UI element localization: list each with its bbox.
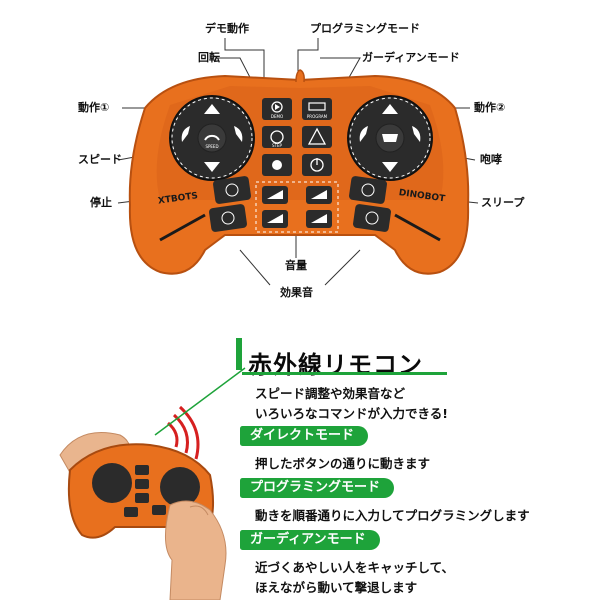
label-sfx: 効果音 (280, 286, 313, 299)
left-sound-buttons (209, 176, 251, 232)
label-rotate: 回転 (198, 51, 220, 64)
label-volume: 音量 (285, 259, 307, 272)
right-dpad (347, 95, 433, 181)
headline-accent-bar (236, 338, 242, 370)
mode-desc-guardian-2: ほえながら動いて撃退します (255, 580, 418, 595)
mode-badge-programming: プログラミングモード (240, 478, 395, 498)
hand-remote-photo (59, 405, 227, 600)
label-speed: スピード (78, 153, 122, 166)
program-button-label: PROGRAM (307, 114, 328, 119)
headline-underline (242, 372, 447, 375)
label-action1: 動作① (78, 101, 110, 114)
pointer-line (154, 367, 246, 436)
label-stop: 停止 (90, 196, 112, 209)
volume-buttons (255, 181, 339, 233)
mode-desc-programming: 動きを順番通りに入力してプログラミングします (255, 508, 530, 523)
label-roar: 咆哮 (480, 153, 502, 166)
mode-badge-guardian: ガーディアンモード (240, 530, 380, 550)
demo-button-label: DEMO (271, 114, 283, 119)
step-button-label: STEP (272, 143, 283, 148)
label-sleep: スリープ (481, 196, 525, 209)
speed-button-label: SPEED (205, 144, 218, 149)
mode-badge-direct: ダイレクトモード (240, 426, 369, 446)
center-buttons (262, 98, 332, 176)
label-programming: プログラミングモード (310, 22, 420, 35)
label-action2: 動作② (474, 101, 506, 114)
label-guardian: ガーディアンモード (362, 51, 460, 64)
intro-line-1: スピード調整や効果音など (255, 386, 406, 401)
mode-desc-guardian-1: 近づくあやしい人をキャッチして、 (255, 560, 455, 575)
right-sound-buttons (349, 176, 391, 232)
mode-desc-direct: 押したボタンの通りに動きます (255, 456, 431, 471)
remote-illustration: SPEED DEMO PROGRAM STEP (128, 69, 470, 275)
label-demo: デモ動作 (205, 22, 249, 35)
left-dpad (169, 95, 255, 181)
intro-line-2: いろいろなコマンドが入力できる! (255, 406, 448, 421)
